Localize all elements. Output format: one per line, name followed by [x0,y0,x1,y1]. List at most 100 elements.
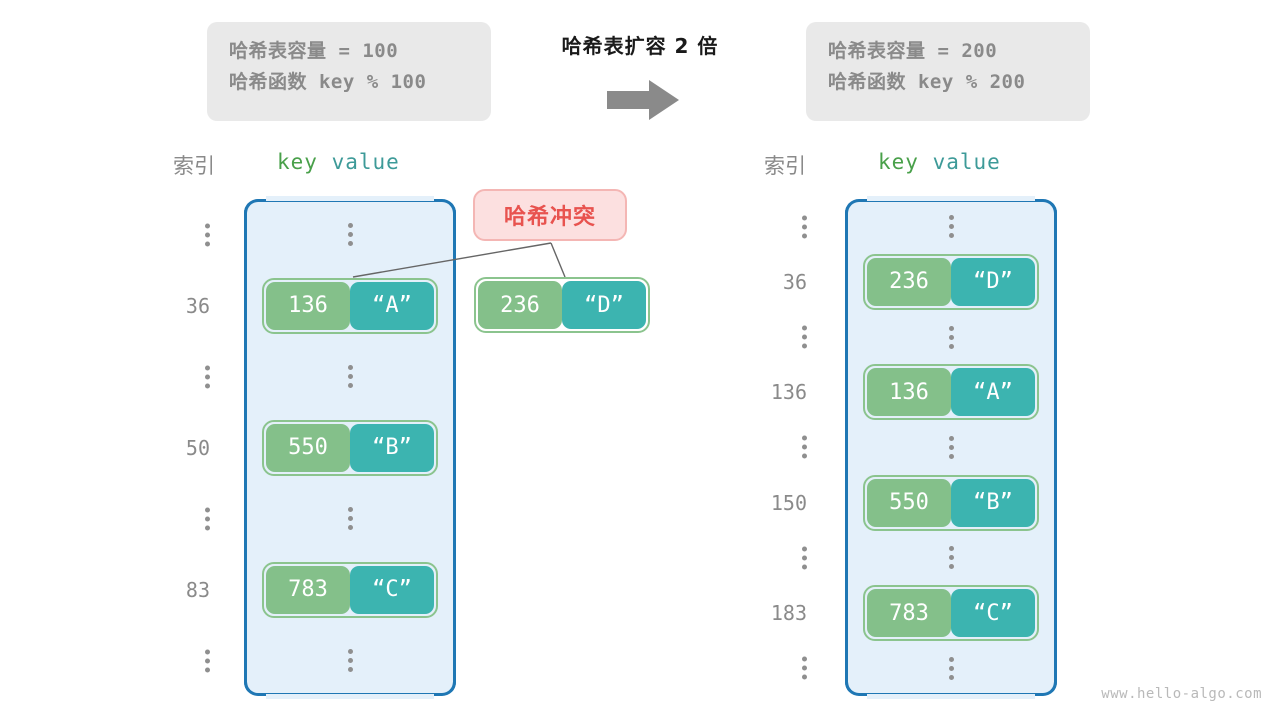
right-kv-header: key value [878,150,1001,174]
table-row-ellipsis [802,309,1057,364]
hashfunc-label-after: 哈希函数 [828,71,907,93]
watermark: www.hello-algo.com [1101,686,1262,702]
capacity-label-before: 哈希表容量 [229,40,327,62]
vertical-ellipsis-icon [205,649,210,672]
collision-badge: 哈希冲突 [473,189,627,241]
vertical-ellipsis-icon [948,656,954,680]
entry-value: “A” [951,368,1035,417]
hashfunc-label-before: 哈希函数 [229,71,308,93]
row-index-label [802,325,807,349]
vertical-ellipsis-icon [205,507,210,530]
vertical-ellipsis-icon [948,215,954,239]
row-index-label: 36 [185,293,210,318]
entry-pair: 236 “D” [474,277,650,333]
arrow-right-icon [607,80,679,120]
vertical-ellipsis-icon [347,507,353,530]
hashfunc-line-after: 哈希函数 key % 200 [828,67,1068,98]
row-index-label [802,435,807,459]
capacity-value-after: = 200 [925,40,998,62]
left-key-header: key [277,150,318,174]
left-bottom-cap [266,694,434,699]
capacity-line-after: 哈希表容量 = 200 [828,36,1068,67]
vertical-ellipsis-icon [802,546,807,570]
vertical-ellipsis-icon [802,435,807,459]
entry-key: 550 [266,423,350,472]
left-kv-gap [318,150,332,174]
vertical-ellipsis-icon [205,365,210,388]
entry-key: 783 [867,589,951,638]
row-index-label [205,223,210,246]
row-index-label [205,649,210,672]
vertical-ellipsis-icon [205,223,210,246]
row-index-label: 150 [770,490,807,515]
entry-pair: 550“B” [863,474,1039,531]
row-index-label [802,546,807,570]
table-row-ellipsis [802,420,1057,475]
row-index-label [205,507,210,530]
table-row-ellipsis [802,641,1057,696]
table-row-entry: 83 783“C” [186,554,456,625]
entry-value: “D” [951,257,1035,306]
table-row-entry: 150 550“B” [771,474,1057,531]
entry-pair: 783“C” [262,561,438,618]
vertical-ellipsis-icon [802,215,807,239]
hash-config-box-after: 哈希表容量 = 200 哈希函数 key % 200 [806,22,1090,121]
row-index-label [802,656,807,680]
table-row-ellipsis [205,483,456,554]
vertical-ellipsis-icon [347,649,353,672]
vertical-ellipsis-icon [802,656,807,680]
row-index-label: 83 [185,577,210,602]
entry-key: 783 [266,565,350,614]
left-value-header: value [331,150,400,174]
entry-pair: 550“B” [262,419,438,476]
row-index-label [802,215,807,239]
table-row-entry: 36 236“D” [783,253,1057,310]
entry-key: 236 [478,281,562,329]
row-index-label [205,365,210,388]
hashfunc-value-before: key % 100 [307,71,427,93]
entry-value: “B” [350,423,434,472]
right-top-cap [867,196,1035,201]
capacity-line-before: 哈希表容量 = 100 [229,36,469,67]
vertical-ellipsis-icon [347,365,353,388]
entry-key: 550 [867,478,951,527]
entry-value: “D” [562,281,646,329]
vertical-ellipsis-icon [948,325,954,349]
row-index-label: 183 [770,601,807,626]
hashfunc-value-after: key % 200 [906,71,1026,93]
hashfunc-line-before: 哈希函数 key % 100 [229,67,469,98]
capacity-value-before: = 100 [326,40,399,62]
table-row-ellipsis [205,341,456,412]
right-index-header: 索引 [764,154,806,178]
left-top-cap [266,196,434,201]
row-index-label: 136 [770,380,807,405]
vertical-ellipsis-icon [948,435,954,459]
table-row-ellipsis [802,530,1057,585]
entry-key: 136 [867,368,951,417]
right-kv-gap [919,150,933,174]
table-row-entry: 50 550“B” [186,412,456,483]
table-row-ellipsis [205,625,456,696]
row-index-label: 36 [782,269,807,294]
vertical-ellipsis-icon [948,546,954,570]
table-row-entry: 36 136“A” [186,270,456,341]
table-row-entry: 183 783“C” [771,585,1057,642]
capacity-label-after: 哈希表容量 [828,40,926,62]
row-index-label: 50 [185,435,210,460]
table-row-ellipsis [802,199,1057,254]
collision-label: 哈希冲突 [503,205,596,230]
entry-pair: 236“D” [863,253,1039,310]
right-key-header: key [878,150,919,174]
entry-pair: 136“A” [262,277,438,334]
right-value-header: value [932,150,1001,174]
entry-key: 136 [266,281,350,330]
entry-pair: 136“A” [863,364,1039,421]
expand-caption: 哈希表扩容 2 倍 [561,34,719,58]
entry-value: “C” [350,565,434,614]
vertical-ellipsis-icon [802,325,807,349]
left-index-header: 索引 [173,154,215,178]
entry-pair: 783“C” [863,585,1039,642]
entry-value: “A” [350,281,434,330]
